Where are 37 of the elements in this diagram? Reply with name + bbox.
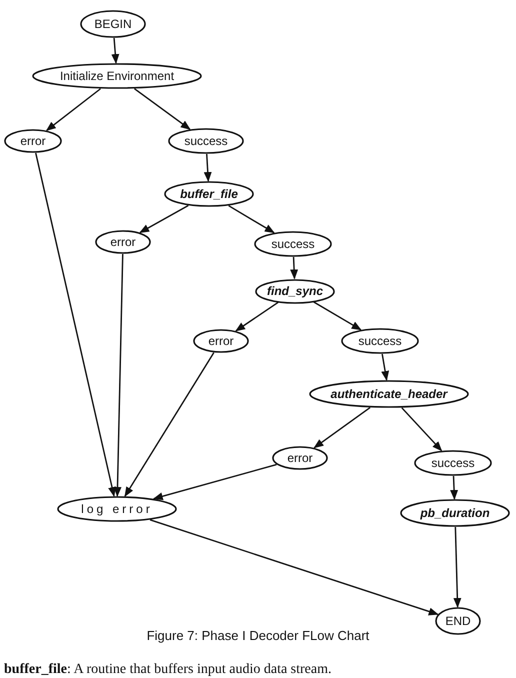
arrow [290,256,298,280]
node-label: Initialize Environment [60,69,174,83]
arrow [46,88,101,132]
node-label: authenticate_header [330,387,448,401]
node-label: log error [81,502,153,516]
figure-caption: Figure 7: Phase I Decoder FLow Chart [146,628,370,643]
node-label: END [445,614,471,628]
arrow [381,354,390,381]
node-label: find_sync [266,284,323,298]
arrow [152,464,277,500]
node-label: buffer_file [180,187,238,201]
node-label: success [431,456,475,470]
node-label: success [271,237,315,251]
body-text: buffer_file: A routine that buffers input audio data stream. [4,662,332,678]
arrow [35,152,116,497]
arrow [111,38,120,64]
node-label: error [287,451,313,465]
arrow [114,254,124,497]
node-label: BEGIN [94,17,132,31]
arrow [313,301,362,330]
node-label: error [20,134,46,148]
node-label: success [358,334,402,348]
arrow [401,407,442,452]
arrow [124,352,214,497]
arrow [134,88,191,130]
arrow [204,154,212,182]
arrow [314,407,370,448]
arrow [235,302,279,332]
node-label: success [184,134,228,148]
arrow [150,519,439,616]
arrow [139,204,189,234]
node-label: pb_duration [420,506,490,520]
node-label: error [208,334,234,348]
arrow [450,476,458,500]
arrow [453,526,462,608]
arrow [228,205,275,234]
node-label: error [110,235,136,249]
